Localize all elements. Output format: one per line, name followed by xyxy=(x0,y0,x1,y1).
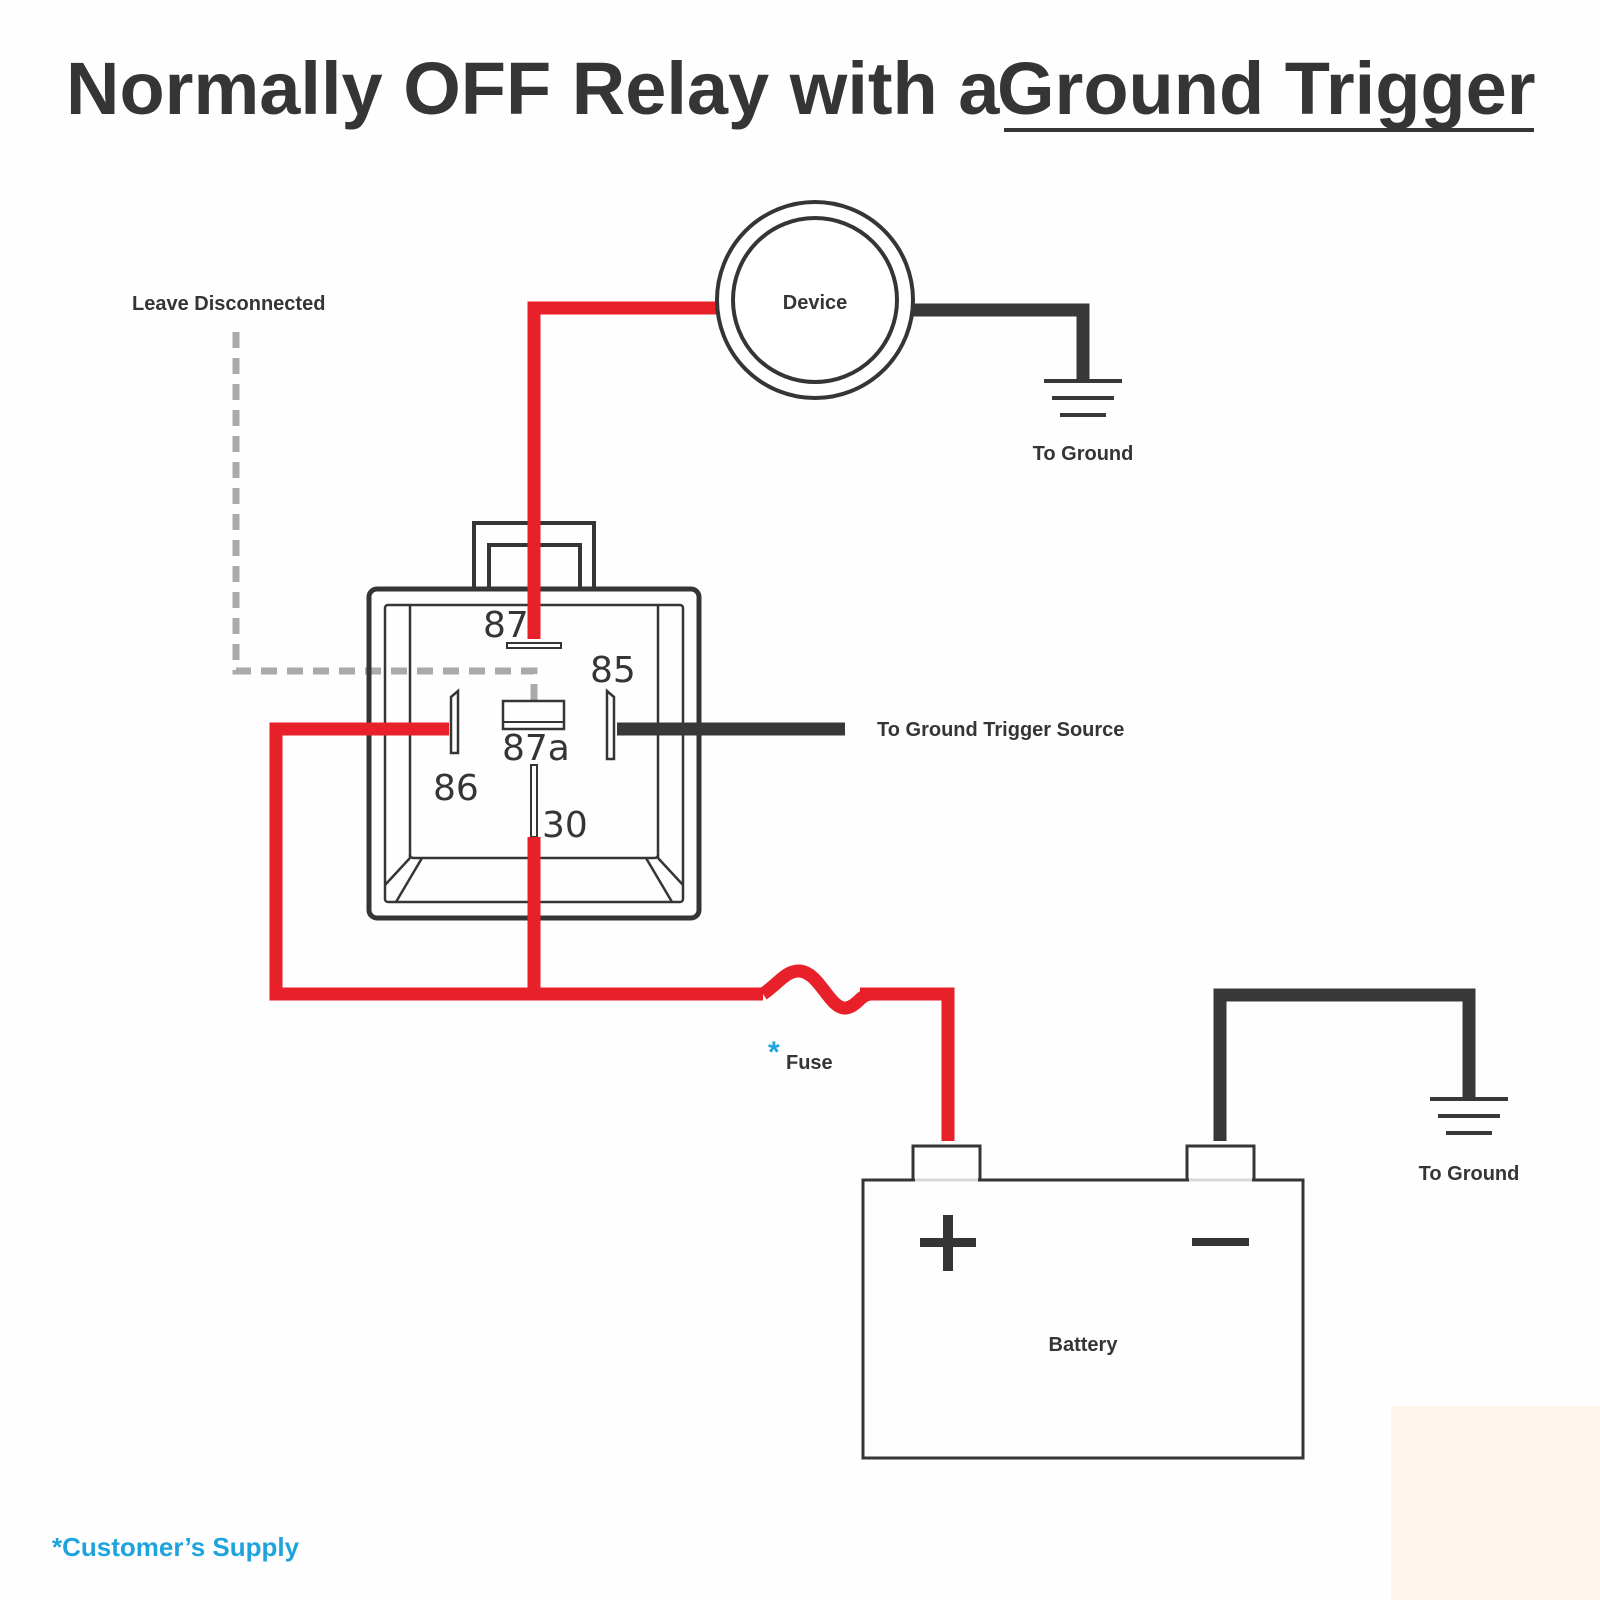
to-ground-battery-label: To Ground xyxy=(1419,1163,1520,1185)
pin-label-87: 87 xyxy=(483,605,529,646)
page-title-emphasis: Ground Trigger xyxy=(997,47,1536,130)
pin-label-87a: 87a xyxy=(502,728,570,769)
ground-symbol-battery xyxy=(1430,1097,1508,1135)
relay-bevel-left-2 xyxy=(394,857,424,903)
disconnected-wire-87a xyxy=(232,332,538,705)
fuse-symbol xyxy=(759,964,873,1015)
terminal-87a xyxy=(501,699,566,731)
relay-bevel-left xyxy=(384,857,411,886)
corner-tint xyxy=(1391,1406,1600,1600)
battery-terminal-negative xyxy=(1185,1144,1256,1182)
wire-86-loop xyxy=(269,722,534,1001)
plus-icon xyxy=(920,1215,976,1271)
battery-body xyxy=(861,1178,1305,1460)
page-title: Normally OFF Relay with a xyxy=(66,47,1000,130)
wire-87-to-device xyxy=(527,301,722,639)
terminal-30 xyxy=(530,764,538,838)
terminal-87 xyxy=(506,642,562,649)
battery-terminal-positive xyxy=(911,1144,982,1182)
device: Device xyxy=(715,200,915,400)
to-ground-trigger-source-label: To Ground Trigger Source xyxy=(877,719,1124,741)
terminal-86 xyxy=(449,688,460,755)
leave-disconnected-label: Leave Disconnected xyxy=(132,293,325,315)
wire-battery-to-ground xyxy=(1213,988,1476,1141)
fuse-label: Fuse xyxy=(786,1052,833,1074)
wire-device-to-ground xyxy=(911,303,1090,382)
device-label: Device xyxy=(783,292,848,314)
pin-label-86: 86 xyxy=(433,768,479,809)
customer-supply-footnote: *Customer’s Supply xyxy=(52,1532,300,1562)
relay-bevel-right-2 xyxy=(644,857,674,903)
wire-fuse-to-battery xyxy=(860,987,955,1141)
pin-label-85: 85 xyxy=(590,650,636,691)
to-ground-device-label: To Ground xyxy=(1033,443,1134,465)
pin-label-30: 30 xyxy=(542,805,588,846)
plus-icon-v xyxy=(943,1215,953,1271)
fuse-marker: * xyxy=(768,1036,780,1069)
minus-icon xyxy=(1192,1238,1249,1246)
ground-symbol-device xyxy=(1044,379,1122,417)
terminal-85 xyxy=(605,688,616,761)
battery-label: Battery xyxy=(1049,1334,1119,1356)
battery: Battery xyxy=(861,1144,1305,1460)
relay-bevel-right xyxy=(657,857,684,886)
device-inner-ring xyxy=(731,216,899,384)
